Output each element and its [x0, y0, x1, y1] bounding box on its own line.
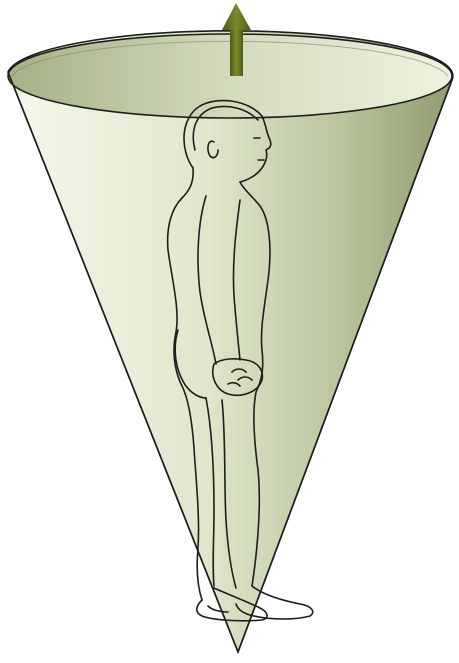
cone-diagram-svg: [0, 0, 459, 663]
cone-diagram: [0, 0, 459, 663]
